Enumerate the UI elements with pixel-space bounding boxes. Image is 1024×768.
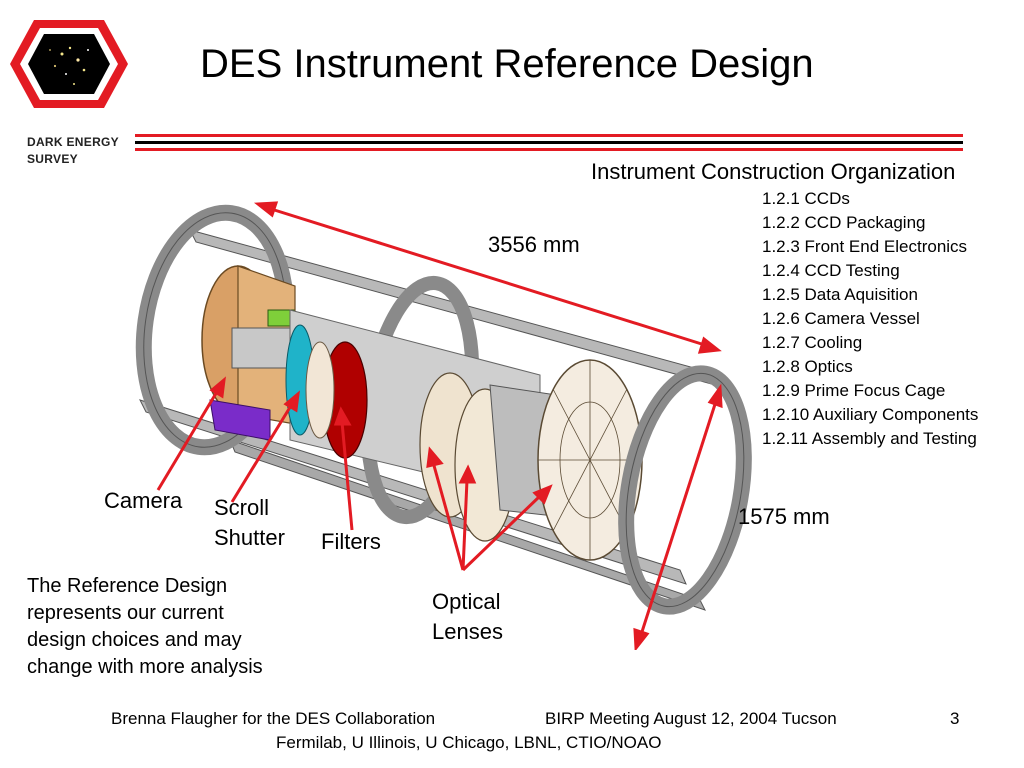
- lenses-label: Lenses: [432, 619, 503, 644]
- optical-label: Optical: [432, 589, 501, 614]
- design-note: The Reference Design represents our curr…: [27, 573, 263, 681]
- org-list: 1.2.1 CCDs 1.2.2 CCD Packaging 1.2.3 Fro…: [762, 187, 978, 451]
- camera-label: Camera: [104, 488, 183, 513]
- logo-text: DARK ENERGY SURVEY: [27, 134, 119, 168]
- footer-author: Brenna Flaugher for the DES Collaboratio…: [111, 709, 436, 728]
- org-item: 1.2.7 Cooling: [762, 333, 863, 352]
- org-item: 1.2.8 Optics: [762, 357, 853, 376]
- org-item: 1.2.2 CCD Packaging: [762, 213, 926, 232]
- note-line: The Reference Design: [27, 575, 228, 597]
- filters-label: Filters: [321, 529, 381, 554]
- org-item: 1.2.3 Front End Electronics: [762, 237, 968, 256]
- logo-line-1: DARK ENERGY: [27, 135, 119, 149]
- instrument-diagram: [135, 201, 752, 650]
- length-label: 3556 mm: [488, 232, 580, 257]
- diameter-label: 1575 mm: [738, 504, 830, 529]
- des-logo: [10, 20, 128, 108]
- org-item: 1.2.9 Prime Focus Cage: [762, 381, 946, 400]
- org-item: 1.2.6 Camera Vessel: [762, 309, 920, 328]
- org-heading: Instrument Construction Organization: [591, 159, 956, 184]
- org-item: 1.2.10 Auxiliary Components: [762, 405, 979, 424]
- page-number: 3: [950, 709, 960, 728]
- footer-institutions: Fermilab, U Illinois, U Chicago, LBNL, C…: [276, 733, 662, 752]
- shutter-label: Shutter: [214, 525, 285, 550]
- org-item: 1.2.1 CCDs: [762, 189, 850, 208]
- header-rules: [135, 134, 963, 151]
- note-line: represents our current: [27, 602, 224, 624]
- org-item: 1.2.4 CCD Testing: [762, 261, 900, 280]
- note-line: change with more analysis: [27, 656, 263, 678]
- slide-title: DES Instrument Reference Design: [200, 42, 814, 86]
- note-line: design choices and may: [27, 629, 242, 651]
- scroll-label: Scroll: [214, 495, 270, 520]
- footer-meeting: BIRP Meeting August 12, 2004 Tucson: [545, 709, 837, 728]
- logo-line-2: SURVEY: [27, 152, 78, 166]
- org-item: 1.2.11 Assembly and Testing: [762, 429, 977, 448]
- org-item: 1.2.5 Data Aquisition: [762, 285, 918, 304]
